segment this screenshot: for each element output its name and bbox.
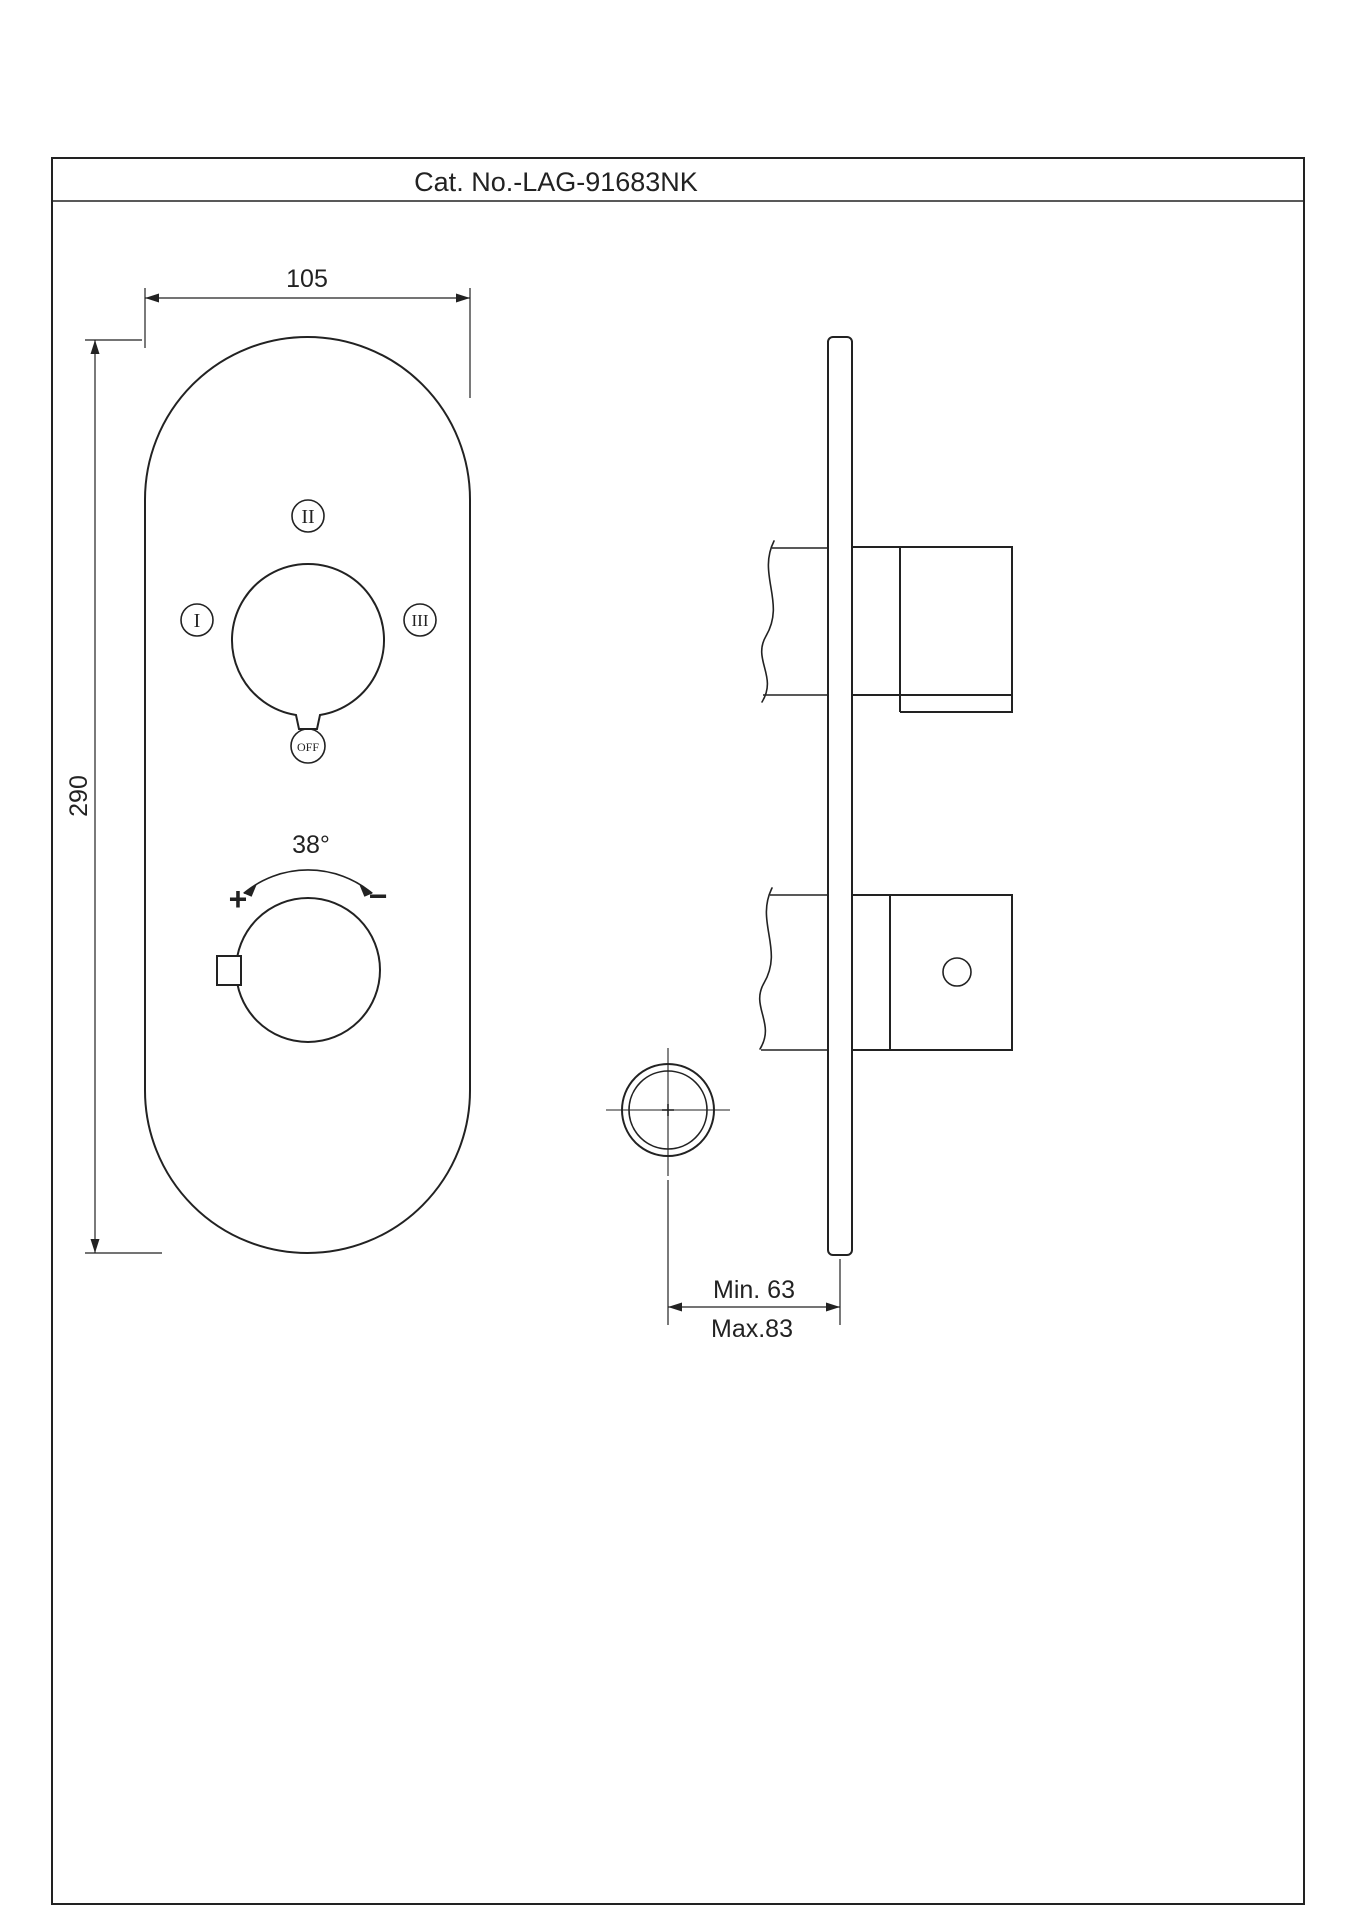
rotation-arrow-left (243, 884, 257, 897)
height-dimension: 290 (65, 339, 162, 1254)
off-marker-circle (290, 728, 326, 764)
width-arrow-left (145, 293, 159, 303)
off-marker-label: OFF (297, 740, 319, 754)
minus-label: − (369, 878, 388, 914)
depth-dimension-min-label: Min. 63 (713, 1276, 795, 1304)
rotation-arc (243, 869, 373, 895)
diverter-knob: II I III OFF (180, 499, 437, 764)
diverter-knob-outline (231, 563, 385, 730)
wall-break-lower (758, 887, 828, 1051)
pipe-connection (606, 1048, 730, 1176)
height-arrow-bottom (90, 1239, 100, 1253)
depth-arrow-right (826, 1302, 840, 1312)
rotation-angle-label: 38° (292, 831, 330, 859)
faceplate-outline (144, 336, 471, 1254)
lower-valve-screw (942, 957, 972, 987)
depth-arrow-left (668, 1302, 682, 1312)
catalog-number: Cat. No.-LAG-91683NK (414, 167, 698, 197)
lower-valve-body-outline (851, 894, 1013, 1051)
position-marker-right-circle (403, 603, 437, 637)
height-dimension-label: 290 (65, 775, 93, 817)
depth-dimension-max-label: Max.83 (711, 1315, 793, 1343)
temperature-knob-tab (216, 955, 242, 986)
upper-valve-body (851, 546, 1013, 713)
mounting-plate (827, 336, 853, 1256)
width-dimension: 105 (144, 265, 471, 398)
position-marker-right-label: III (412, 611, 429, 630)
temperature-knob: 38° + − (216, 831, 388, 1043)
position-marker-top-circle (291, 499, 325, 533)
position-marker-left-circle (180, 603, 214, 637)
upper-valve-lip (900, 695, 1013, 713)
wall-break-line-lower (758, 887, 773, 1050)
drawing-border (51, 157, 1305, 1905)
upper-valve-body-outline (851, 546, 1013, 696)
width-arrow-right (456, 293, 470, 303)
temperature-knob-outline (235, 897, 381, 1043)
front-view: 105 290 II I III OFF (65, 265, 471, 1254)
wall-break-line-upper (760, 540, 775, 703)
position-marker-top-label: II (301, 506, 314, 528)
rotation-arrow-right (359, 884, 373, 897)
plus-label: + (229, 881, 248, 917)
position-marker-left-label: I (194, 610, 201, 632)
width-dimension-label: 105 (286, 265, 328, 293)
height-arrow-top (90, 340, 100, 354)
depth-dimension: Min. 63 Max.83 (667, 1180, 841, 1343)
wall-break-upper (760, 540, 828, 703)
lower-valve-body (851, 894, 1013, 1051)
side-view: Min. 63 Max.83 (606, 336, 1013, 1343)
